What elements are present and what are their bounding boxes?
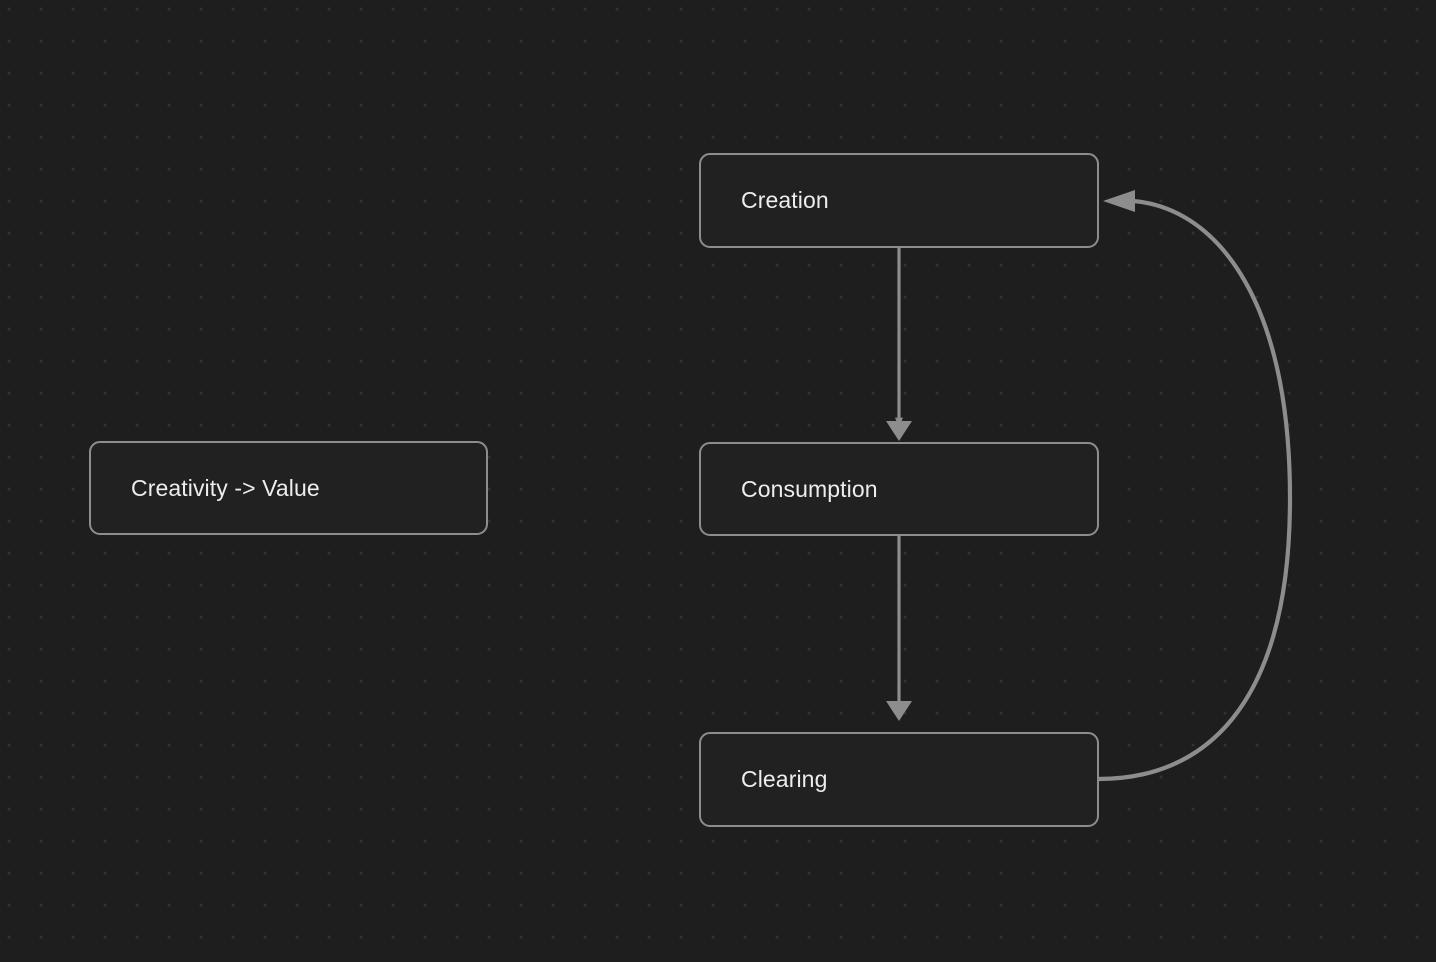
node-label: Creation <box>741 187 829 213</box>
node-creation[interactable]: Creation <box>699 153 1099 248</box>
node-label: Creativity -> Value <box>131 474 320 501</box>
node-label: Consumption <box>741 475 878 502</box>
edge-consumption-to-clearing <box>886 536 912 721</box>
node-consumption[interactable]: Consumption <box>699 442 1099 536</box>
edge-creation-to-consumption <box>886 248 912 441</box>
node-creativity-value[interactable]: Creativity -> Value <box>89 441 488 535</box>
node-label: Clearing <box>741 766 828 792</box>
edge-clearing-to-creation <box>1098 190 1293 782</box>
node-clearing[interactable]: Clearing <box>699 732 1099 827</box>
